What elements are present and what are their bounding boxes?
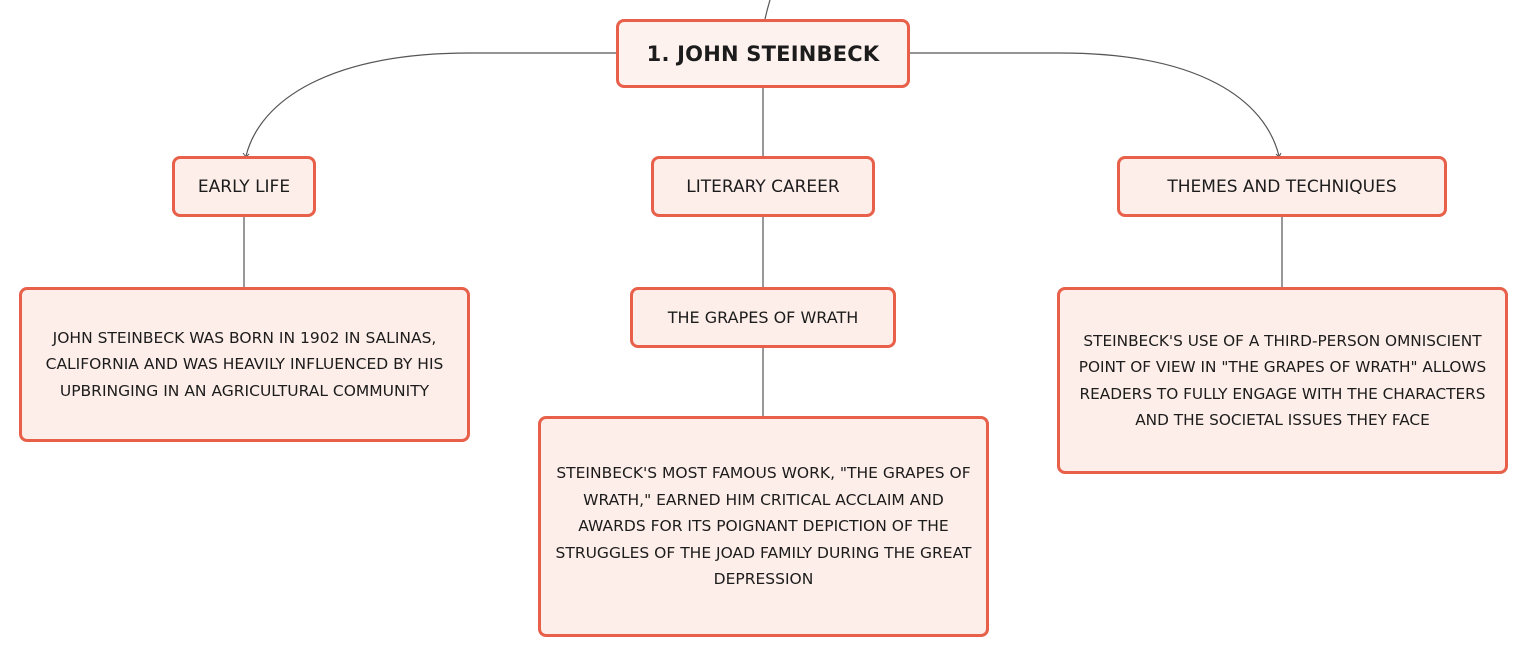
root-node-john-steinbeck[interactable]: 1. JOHN STEINBECK bbox=[616, 19, 910, 88]
subtopic-node-label: THE GRAPES OF WRATH bbox=[667, 308, 859, 327]
detail-node-themes[interactable]: STEINBECK'S USE OF A THIRD-PERSON OMNISC… bbox=[1057, 287, 1508, 474]
topic-node-label: EARLY LIFE bbox=[197, 176, 291, 197]
connector-root-to-early-life bbox=[245, 52, 616, 157]
subtopic-node-grapes-of-wrath[interactable]: THE GRAPES OF WRATH bbox=[630, 287, 896, 348]
detail-node-grapes-of-wrath[interactable]: STEINBECK'S MOST FAMOUS WORK, "THE GRAPE… bbox=[538, 416, 989, 637]
topic-node-label: THEMES AND TECHNIQUES bbox=[1167, 176, 1397, 197]
topic-node-themes-and-techniques[interactable]: THEMES AND TECHNIQUES bbox=[1117, 156, 1447, 217]
detail-node-text: STEINBECK'S MOST FAMOUS WORK, "THE GRAPE… bbox=[555, 464, 972, 589]
connector-root-to-themes bbox=[910, 52, 1280, 157]
topic-node-literary-career[interactable]: LITERARY CAREER bbox=[651, 156, 875, 217]
connector-parent-to-root bbox=[764, 0, 771, 20]
topic-node-early-life[interactable]: EARLY LIFE bbox=[172, 156, 316, 217]
root-node-label: 1. JOHN STEINBECK bbox=[646, 41, 880, 66]
detail-node-text: STEINBECK'S USE OF A THIRD-PERSON OMNISC… bbox=[1078, 331, 1487, 430]
detail-node-text: JOHN STEINBECK WAS BORN IN 1902 IN SALIN… bbox=[45, 328, 444, 400]
detail-node-early-life[interactable]: JOHN STEINBECK WAS BORN IN 1902 IN SALIN… bbox=[19, 287, 470, 442]
topic-node-label: LITERARY CAREER bbox=[686, 176, 840, 197]
